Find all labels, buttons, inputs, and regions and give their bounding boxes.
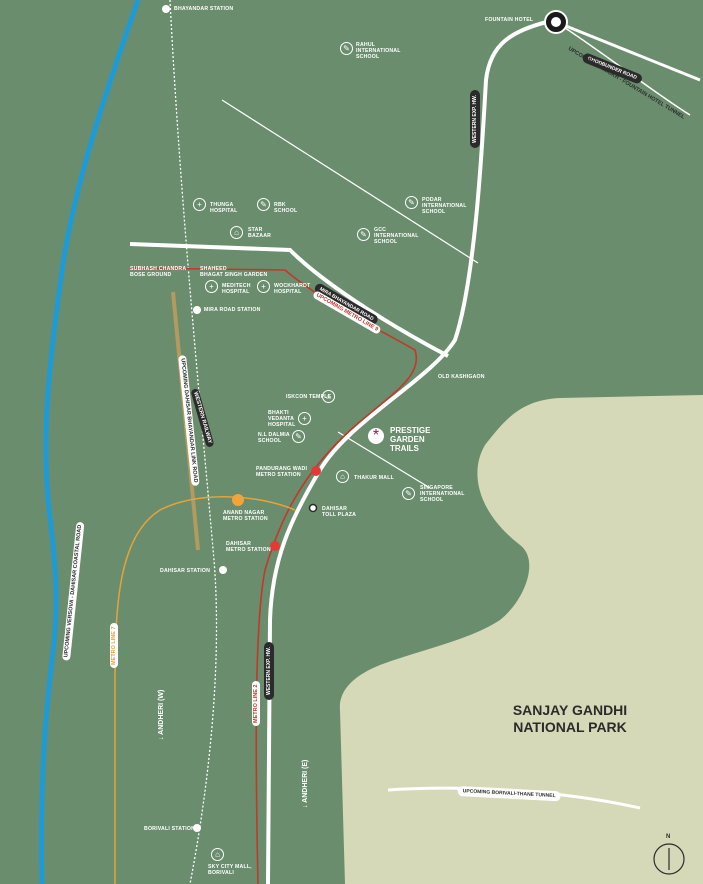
rahul-school-label: RAHUL INTERNATIONAL SCHOOL <box>356 42 401 60</box>
dahisar-metro-label: DAHISAR METRO STATION <box>226 541 271 553</box>
andheri-w-label: ↓ ANDHERI (W) <box>158 689 165 740</box>
old-kashigaon-label: OLD KASHIGAON <box>438 374 485 380</box>
hospital-icon: + <box>298 412 311 425</box>
borivali-station-label: BORIVALI STATION <box>144 826 196 832</box>
metro-2-label: METRO LINE 2 <box>252 681 260 726</box>
andheri-e-label: ↓ ANDHERI (E) <box>302 759 309 808</box>
mall-icon: ⌂ <box>211 848 224 861</box>
school-icon: ✎ <box>292 430 305 443</box>
thunga-hospital-label: THUNGA HOSPITAL <box>210 202 238 214</box>
national-park-area <box>339 395 703 884</box>
school-icon: ✎ <box>340 42 353 55</box>
coastal-road-line <box>39 0 141 884</box>
borivali-station-dot <box>193 824 201 832</box>
wockhardt-hospital-label: WOCKHARDT HOSPITAL <box>274 283 311 295</box>
mira-station-dot <box>193 306 201 314</box>
bhayandar-station-label: BHAYANDAR STATION <box>174 6 234 12</box>
fountain-hotel-inner <box>551 17 561 27</box>
anand-metro-dot <box>232 494 244 506</box>
hospital-icon: + <box>257 280 270 293</box>
rbk-school-label: RBK SCHOOL <box>274 202 298 214</box>
star-bazaar-label: STAR BAZAAR <box>248 227 272 239</box>
meditech-hospital-label: MEDITECH HOSPITAL <box>222 283 251 295</box>
mira-bhayandar-road <box>129 242 449 358</box>
podar-school-label: PODAR INTERNATIONAL SCHOOL <box>422 197 467 215</box>
shaheed-garden-label: SHAHEED BHAGAT SINGH GARDEN <box>200 266 268 278</box>
pandurang-metro-label: PANDURANG WADI METRO STATION <box>256 466 308 478</box>
ghodbunder-road <box>555 20 701 82</box>
pandurang-metro-dot <box>311 466 321 476</box>
bhakti-hospital-label: BHAKTI VEDANTA HOSPITAL <box>268 410 296 428</box>
toll-plaza-label: DAHISAR TOLL PLAZA <box>322 506 357 518</box>
hospital-icon: + <box>193 198 206 211</box>
metro-7-label: METRO LINE 7 <box>110 623 118 668</box>
nl-dalmia-label: N.L DALMIA SCHOOL <box>258 432 290 444</box>
iskcon-label: ISKCON TEMPLE <box>286 394 332 400</box>
subhash-ground-label: SUBHASH CHANDRA BOSE GROUND <box>130 266 187 278</box>
temple-icon: ⌂ <box>322 390 335 403</box>
weh-label-north: WESTERN EXP. HW. <box>470 90 480 148</box>
anand-metro-label: ANAND NAGAR METRO STATION <box>223 510 268 522</box>
western-express-highway <box>266 18 556 884</box>
weh-label-south: WESTERN EXP. HW. <box>264 642 274 700</box>
skycity-mall-label: SKY CITY MALL, BORIVALI <box>208 864 252 876</box>
western-railway-line <box>169 0 218 884</box>
school-icon: ✎ <box>405 196 418 209</box>
compass-ring <box>653 843 685 875</box>
school-icon: ✎ <box>257 198 270 211</box>
fountain-hotel-label: FOUNTAIN HOTEL <box>485 17 534 23</box>
dahisar-station-label: DAHISAR STATION <box>160 568 211 574</box>
project-asterisk-icon[interactable]: * <box>368 428 384 444</box>
mall-icon: ⌂ <box>230 226 243 239</box>
school-icon: ✎ <box>357 228 370 241</box>
dahisar-metro-dot <box>270 541 280 551</box>
school-icon: ✎ <box>402 487 415 500</box>
singapore-school-label: SINGAPORE INTERNATIONAL SCHOOL <box>420 485 465 503</box>
mall-icon: ⌂ <box>336 470 349 483</box>
thin-road-1 <box>221 99 479 264</box>
thin-road-2 <box>337 431 431 489</box>
mira-station-label: MIRA ROAD STATION <box>204 307 261 313</box>
gcc-school-label: GCC INTERNATIONAL SCHOOL <box>374 227 419 245</box>
bhayandar-station-dot <box>162 5 170 13</box>
hospital-icon: + <box>205 280 218 293</box>
toll-plaza-dot <box>308 503 318 513</box>
compass-label: N <box>666 834 671 840</box>
dahisar-station-dot <box>219 566 227 574</box>
thakur-mall-label: THAKUR MALL <box>354 475 394 481</box>
